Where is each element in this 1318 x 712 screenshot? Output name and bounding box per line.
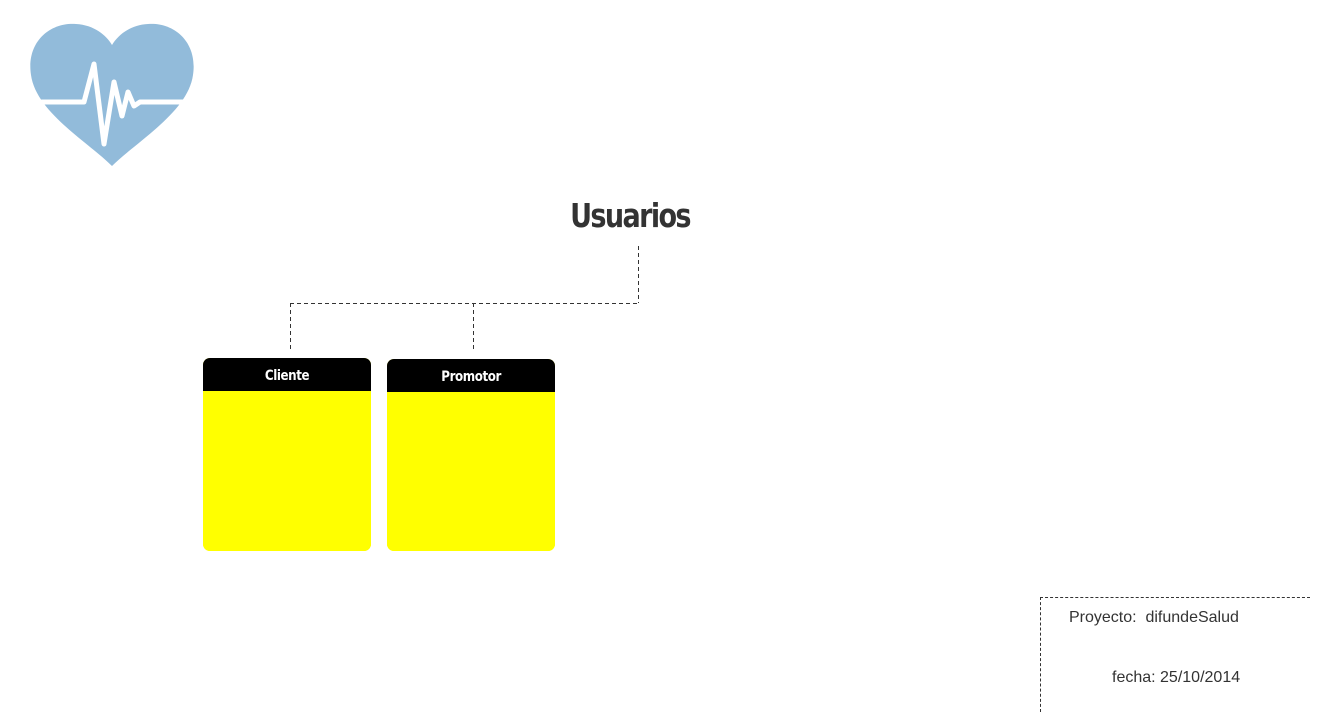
diagram-title-usuarios: Usuarios xyxy=(570,196,691,235)
entity-card-label: Cliente xyxy=(264,368,310,384)
entity-card-promotor: Promotor xyxy=(387,359,555,551)
project-info-box: Proyecto: difundeSalud fecha: 25/10/2014 xyxy=(1040,597,1310,712)
entity-card-header: Cliente xyxy=(203,358,371,391)
heart-pulse-icon xyxy=(30,23,194,166)
entity-card-label: Promotor xyxy=(441,369,501,385)
project-date: fecha: 25/10/2014 xyxy=(1112,669,1241,686)
entity-card-cliente: Cliente xyxy=(203,358,371,551)
project-name: Proyecto: difundeSalud xyxy=(1069,609,1239,626)
entity-card-body xyxy=(203,391,371,551)
entity-card-header: Promotor xyxy=(387,359,555,392)
entity-card-body xyxy=(387,392,555,551)
